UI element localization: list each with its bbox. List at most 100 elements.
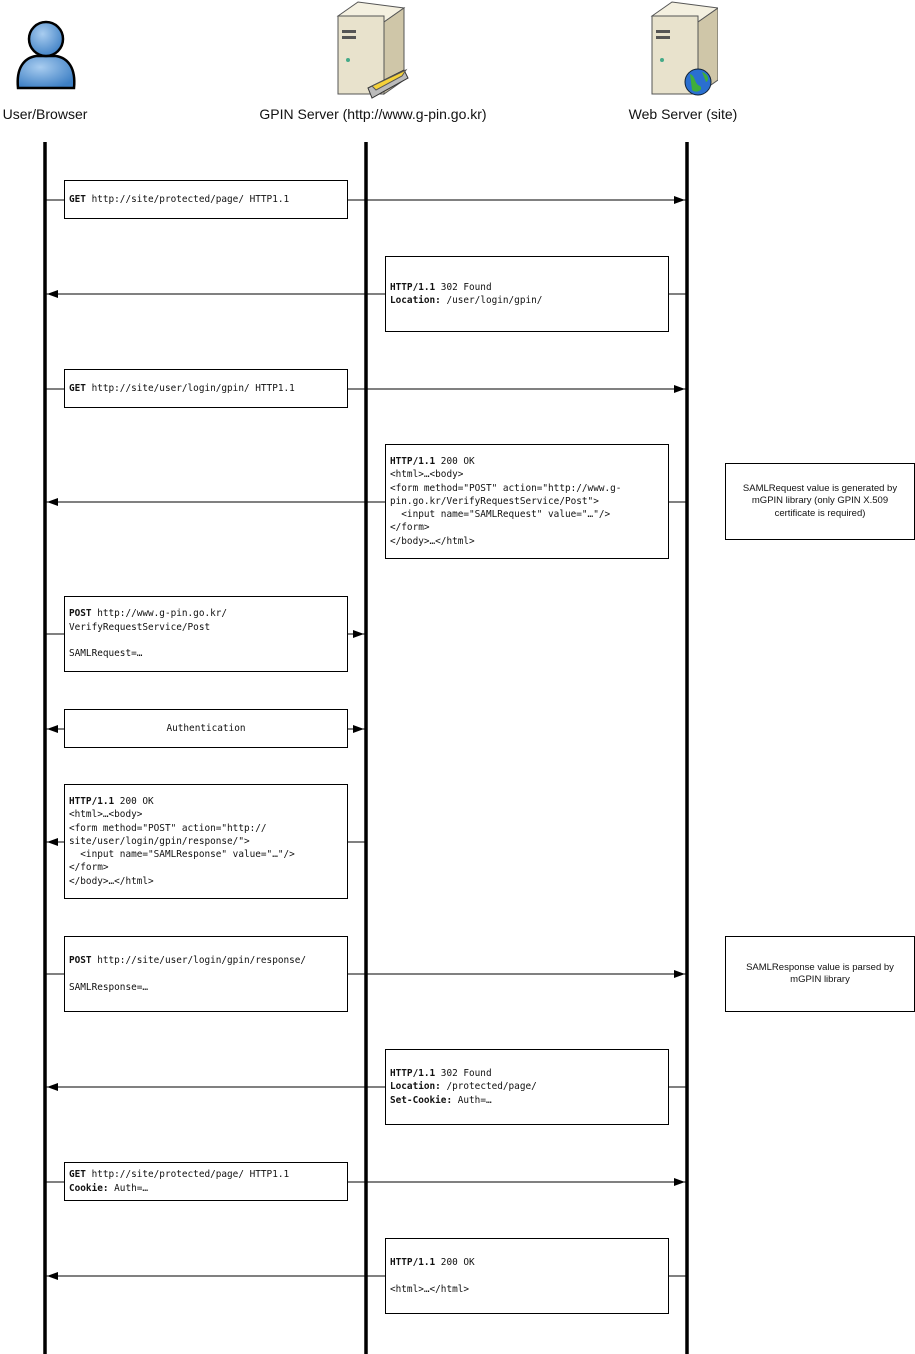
actor-label-gpin-server: GPIN Server (http://www.g-pin.go.kr) [259, 106, 487, 122]
message-line: HTTP/1.1 200 OK [390, 1256, 668, 1269]
message-text: <html>…<body> [69, 809, 143, 821]
message-line: <input name="SAMLResponse" value="…"/> [69, 848, 347, 861]
message-text: 200 OK [435, 1257, 475, 1269]
message-keyword: POST [69, 955, 92, 967]
message-keyword: GET [69, 1169, 86, 1181]
message-line: <html>…</html> [390, 1283, 668, 1296]
message-line: HTTP/1.1 302 Found [390, 281, 668, 294]
arrowhead-icon [353, 725, 364, 733]
message-line: VerifyRequestService/Post [69, 621, 347, 634]
message-text: 302 Found [435, 1068, 492, 1080]
message-line: HTTP/1.1 200 OK [390, 455, 668, 468]
arrowhead-icon [47, 498, 58, 506]
message-text: http://site/user/login/gpin/response/ [91, 955, 307, 967]
message-text: http://www.g-pin.go.kr/ [91, 608, 228, 620]
message-line: POST http://www.g-pin.go.kr/ [69, 607, 347, 620]
message-line: </form> [69, 861, 347, 874]
message-text: <input name="SAMLRequest" value="…"/> [390, 509, 611, 521]
note-saml-response: SAMLResponse value is parsed by mGPIN li… [725, 936, 915, 1012]
message-line: SAMLRequest=… [69, 647, 347, 660]
message-keyword: Cookie: [69, 1182, 109, 1194]
arrowhead-icon [47, 1083, 58, 1091]
message-line [69, 634, 347, 647]
message-keyword: Set-Cookie: [390, 1094, 453, 1106]
message-text: Auth=… [452, 1094, 492, 1106]
message-keyword: POST [69, 608, 92, 620]
message-text: http://site/protected/page/ HTTP1.1 [85, 193, 290, 205]
message-line: <form method="POST" action="http://www.g… [390, 482, 668, 495]
arrowhead-icon [674, 196, 685, 204]
message-line: GET http://site/user/login/gpin/ HTTP1.1 [69, 382, 347, 395]
message-keyword: HTTP/1.1 [390, 1257, 436, 1269]
message-line: pin.go.kr/VerifyRequestService/Post"> [390, 495, 668, 508]
actor-label-user-browser: User/Browser [2, 106, 88, 122]
arrowhead-icon [674, 970, 685, 978]
arrowhead-icon [674, 1178, 685, 1186]
web-server-globe-icon [650, 1, 718, 96]
message-text: </body>…</html> [69, 875, 154, 887]
message-text: site/user/login/gpin/response/"> [69, 835, 250, 847]
message-text: SAMLRequest=… [69, 648, 143, 660]
message-text: Auth=… [108, 1182, 149, 1194]
message-box: POST http://www.g-pin.go.kr/VerifyReques… [64, 596, 348, 672]
message-line: SAMLResponse=… [69, 981, 347, 994]
message-line: <html>…<body> [69, 808, 347, 821]
message-keyword: GET [69, 382, 86, 394]
message-text: </body>…</html> [390, 535, 475, 547]
message-text: VerifyRequestService/Post [69, 621, 211, 633]
message-keyword: GET [69, 193, 86, 205]
arrowhead-icon [47, 838, 58, 846]
actor-label-web-server: Web Server (site) [628, 106, 738, 122]
message-keyword: Location: [390, 1081, 441, 1093]
message-keyword: HTTP/1.1 [390, 1068, 436, 1080]
message-line: </body>…</html> [390, 535, 668, 548]
user-icon [16, 20, 76, 90]
message-text: <html>…<body> [390, 469, 464, 481]
message-box: GET http://site/protected/page/ HTTP1.1 [64, 180, 348, 219]
message-text: SAMLResponse=… [69, 981, 149, 993]
message-text: <html>…</html> [390, 1283, 470, 1295]
message-keyword: Location: [390, 295, 441, 306]
arrowhead-icon [47, 1272, 58, 1280]
message-text: <form method="POST" action="http:// [69, 822, 267, 834]
message-text: </form> [69, 862, 109, 874]
message-line: GET http://site/protected/page/ HTTP1.1 [69, 193, 347, 206]
message-box: HTTP/1.1 200 OK<html>…<body><form method… [385, 444, 669, 559]
message-text: /user/login/gpin/ [440, 295, 543, 306]
message-line: Set-Cookie: Auth=… [390, 1094, 668, 1107]
message-line: <form method="POST" action="http:// [69, 822, 347, 835]
message-line: Location: /protected/page/ [390, 1080, 668, 1093]
message-keyword: HTTP/1.1 [69, 795, 115, 807]
message-text: </form> [390, 522, 430, 534]
arrowhead-icon [674, 385, 685, 393]
arrowhead-icon [47, 725, 58, 733]
message-line: GET http://site/protected/page/ HTTP1.1 [69, 1168, 347, 1181]
message-text: http://site/protected/page/ HTTP1.1 [85, 1169, 290, 1181]
message-line [390, 1269, 668, 1282]
message-line: site/user/login/gpin/response/"> [69, 835, 347, 848]
message-keyword: HTTP/1.1 [390, 455, 436, 467]
message-line: Authentication [166, 722, 245, 735]
message-text: 200 OK [435, 455, 475, 467]
message-text: <form method="POST" action="http://www.g… [390, 482, 622, 494]
arrowhead-icon [47, 290, 58, 298]
message-line: HTTP/1.1 200 OK [69, 795, 347, 808]
server-with-card-reader-icon [336, 1, 409, 99]
message-line: Location: /user/login/gpin/ [390, 294, 668, 307]
message-box: Authentication [64, 709, 348, 748]
message-line: <input name="SAMLRequest" value="…"/> [390, 508, 668, 521]
message-text: Authentication [166, 722, 246, 734]
message-line: </body>…</html> [69, 875, 347, 888]
message-box: HTTP/1.1 200 OK<html>…<body><form method… [64, 784, 348, 899]
message-line: HTTP/1.1 302 Found [390, 1067, 668, 1080]
message-line: POST http://site/user/login/gpin/respons… [69, 954, 347, 967]
note-saml-request: SAMLRequest value is generated by mGPIN … [725, 463, 915, 540]
message-line: Cookie: Auth=… [69, 1182, 347, 1195]
arrowhead-icon [353, 630, 364, 638]
message-box: GET http://site/user/login/gpin/ HTTP1.1 [64, 369, 348, 408]
message-box: POST http://site/user/login/gpin/respons… [64, 936, 348, 1012]
message-box: HTTP/1.1 200 OK <html>…</html> [385, 1238, 669, 1314]
